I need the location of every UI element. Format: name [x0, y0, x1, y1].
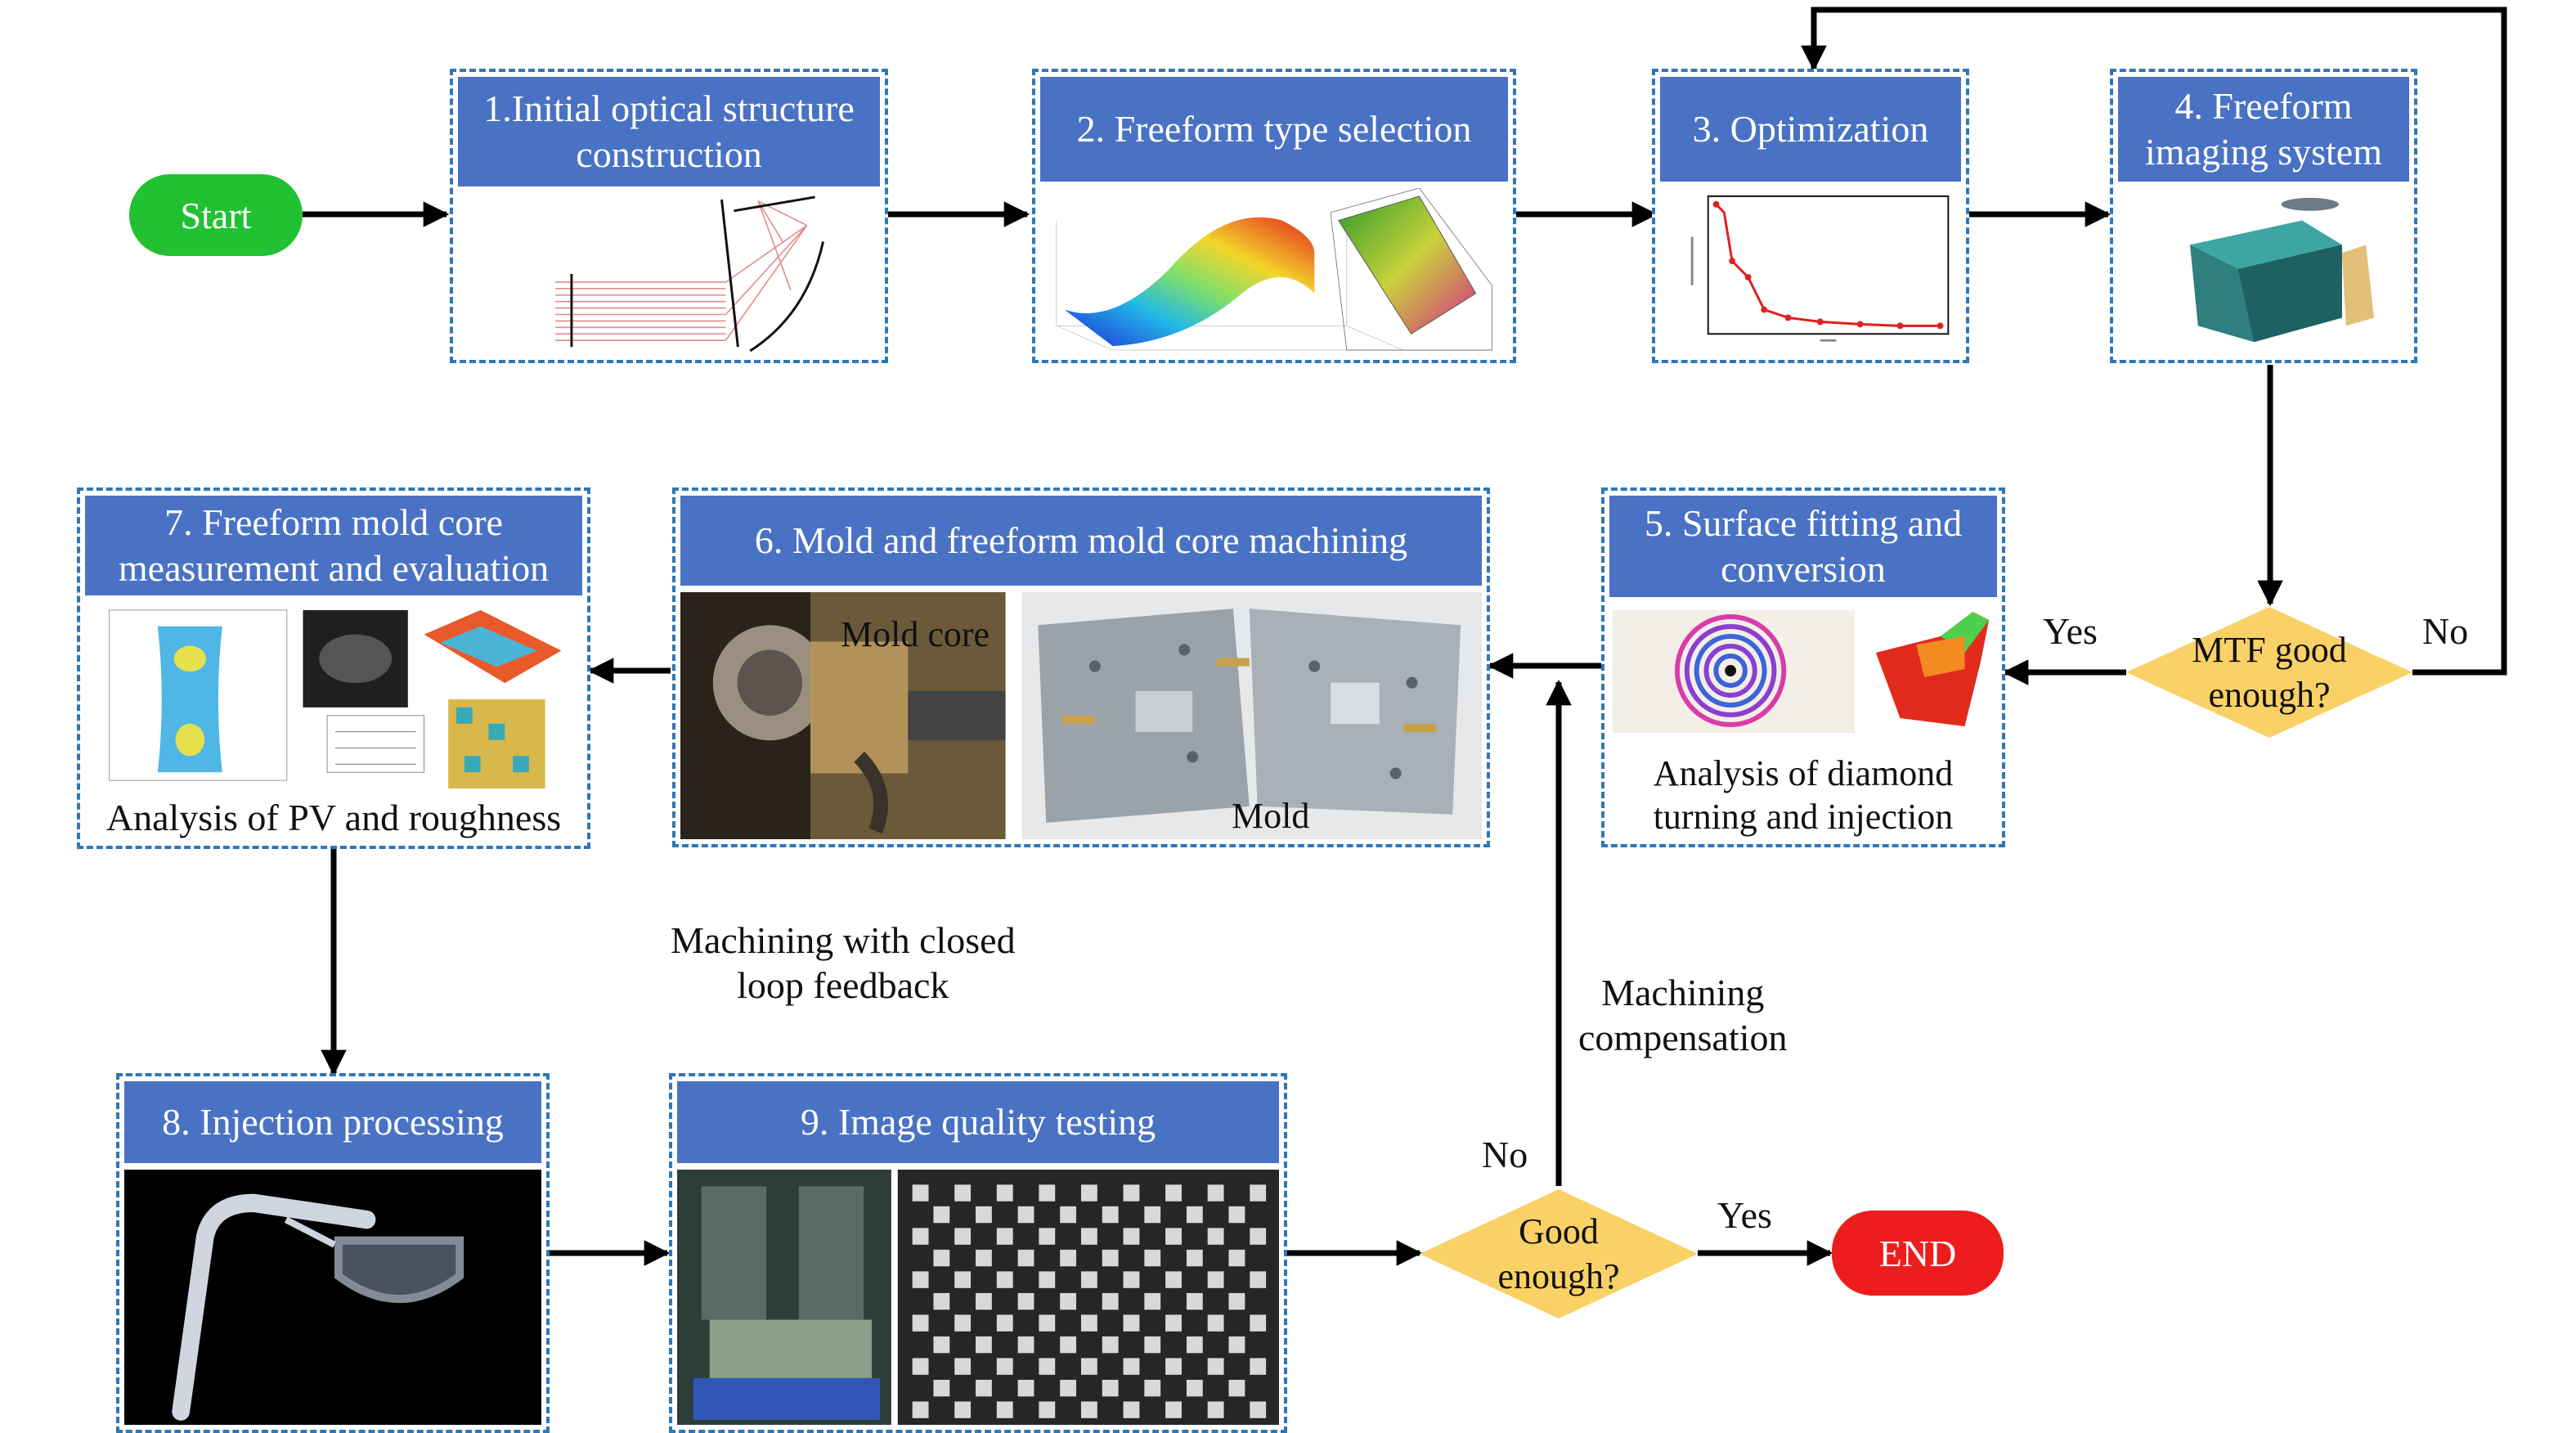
step-9-test-images — [677, 1170, 1279, 1425]
step-4-imaging-system-render — [2118, 188, 2409, 355]
step-8-title: 8. Injection processing — [124, 1081, 541, 1163]
mtf-yes-label: Yes — [2043, 610, 2098, 652]
step-5-caption: Analysis of diamond turning and injectio… — [1653, 752, 1954, 838]
step-7-caption: Analysis of PV and roughness — [105, 796, 562, 838]
step-3-convergence-plot — [1660, 188, 1961, 355]
mtf-decision-label: MTF good enough? — [2192, 630, 2347, 715]
step-2-title: 2. Freeform type selection — [1040, 77, 1508, 182]
good-enough-decision: Good enough? — [1420, 1189, 1698, 1318]
step-6-machining-images — [680, 592, 1482, 839]
good-yes-label: Yes — [1717, 1194, 1772, 1236]
step-5-title: 5. Surface fitting and conversion — [1609, 496, 1997, 597]
step-4-box: 4. Freeform imaging system — [2110, 69, 2417, 363]
start-label: Start — [180, 194, 252, 236]
step-7-title: 7. Freeform mold core measurement and ev… — [85, 496, 582, 595]
step-2-surface-plots — [1040, 188, 1508, 355]
step-9-title: 9. Image quality testing — [677, 1081, 1279, 1163]
good-enough-decision-shape — [1420, 1189, 1698, 1318]
step-1-box: 1.Initial optical structure construction — [450, 69, 888, 363]
step-5-analysis-images — [1609, 604, 1997, 743]
step-3-title: 3. Optimization — [1660, 77, 1961, 182]
arrow-mtf-no-loop — [1801, 7, 2507, 676]
step-7-measurement-images — [85, 602, 582, 793]
step-7-box: 7. Freeform mold core measurement and ev… — [77, 487, 590, 849]
step-8-box: 8. Injection processing — [116, 1073, 550, 1433]
mold-core-caption: Mold core — [841, 614, 990, 654]
step-4-title: 4. Freeform imaging system — [2118, 77, 2409, 182]
mtf-decision: MTF good enough? — [2126, 607, 2412, 738]
step-6-box: 6. Mold and freeform mold core machining… — [672, 487, 1490, 847]
mtf-no-label: No — [2422, 610, 2469, 652]
compensation-note: Machining compensation — [1578, 972, 1788, 1059]
step-5-box: 5. Surface fitting and conversion Analys… — [1601, 487, 2005, 847]
end-terminal: END — [1832, 1211, 2004, 1296]
good-no-label: No — [1482, 1134, 1528, 1175]
step-9-box: 9. Image quality testing — [669, 1073, 1287, 1433]
mold-caption: Mold — [1232, 796, 1310, 836]
good-enough-decision-label: Good enough? — [1497, 1211, 1620, 1296]
end-label: END — [1878, 1232, 1957, 1274]
step-1-title: 1.Initial optical structure construction — [458, 77, 880, 186]
step-6-title: 6. Mold and freeform mold core machining — [680, 496, 1482, 586]
step-1-optical-ray-diagram — [458, 193, 880, 355]
start-terminal: Start — [129, 174, 303, 256]
step-8-injection-part-image — [124, 1170, 541, 1425]
step-3-box: 3. Optimization — [1652, 69, 1969, 363]
closed-loop-note: Machining with closed loop feedback — [671, 919, 1016, 1007]
mtf-decision-shape — [2126, 607, 2412, 738]
step-2-box: 2. Freeform type selection — [1032, 69, 1516, 363]
